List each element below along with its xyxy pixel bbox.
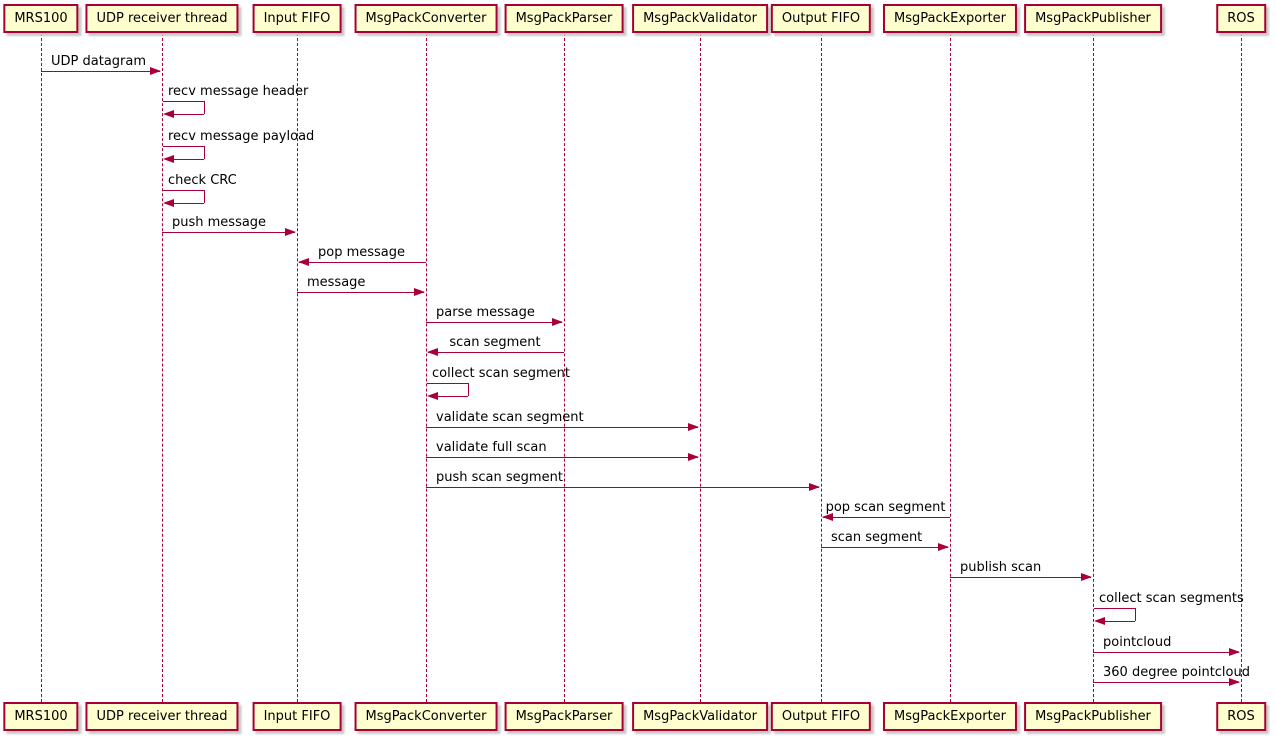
participant-box-top: MsgPackValidator bbox=[632, 4, 768, 33]
message-line bbox=[434, 396, 468, 397]
message-label: push message bbox=[172, 215, 267, 230]
participant-box-top: Input FIFO bbox=[252, 4, 342, 33]
participant-box-top: MsgPackParser bbox=[504, 4, 624, 33]
arrowhead bbox=[1229, 648, 1240, 656]
message-label: collect scan segments bbox=[1099, 591, 1244, 606]
participant-lifeline bbox=[162, 33, 163, 702]
arrowhead bbox=[163, 110, 174, 118]
arrowhead bbox=[552, 318, 563, 326]
participant-box-bottom: MsgPackPublisher bbox=[1024, 702, 1162, 731]
message-label: collect scan segment bbox=[432, 366, 570, 381]
message-line bbox=[821, 547, 948, 548]
participant-lifeline bbox=[700, 33, 701, 702]
message-line bbox=[428, 352, 564, 353]
message-line bbox=[41, 71, 160, 72]
message-line-vertical bbox=[204, 190, 205, 203]
message-label: recv message payload bbox=[168, 129, 315, 144]
arrowhead bbox=[809, 483, 820, 491]
message-label: scan segment bbox=[831, 530, 923, 545]
message-line bbox=[426, 487, 819, 488]
participant-box-top: ROS bbox=[1216, 4, 1266, 33]
participant-lifeline bbox=[41, 33, 42, 702]
message-line bbox=[163, 190, 204, 191]
message-line-vertical bbox=[1135, 608, 1136, 621]
arrowhead bbox=[427, 392, 438, 400]
arrowhead bbox=[163, 155, 174, 163]
arrowhead bbox=[427, 348, 438, 356]
participant-lifeline bbox=[821, 33, 822, 702]
participant-box-bottom: MRS100 bbox=[3, 702, 79, 731]
participant-box-top: UDP receiver thread bbox=[85, 4, 239, 33]
message-line bbox=[170, 159, 204, 160]
message-line bbox=[426, 457, 698, 458]
participant-box-top: MsgPackExporter bbox=[882, 4, 1018, 33]
arrowhead bbox=[298, 258, 309, 266]
arrowhead bbox=[414, 288, 425, 296]
message-line bbox=[1093, 652, 1239, 653]
participant-box-bottom: Output FIFO bbox=[770, 702, 872, 731]
participant-box-top: MRS100 bbox=[3, 4, 79, 33]
message-label: validate scan segment bbox=[436, 410, 584, 425]
message-line bbox=[1094, 608, 1135, 609]
message-label: validate full scan bbox=[436, 440, 547, 455]
message-label: pointcloud bbox=[1103, 635, 1172, 650]
message-label: recv message header bbox=[168, 84, 309, 99]
arrowhead bbox=[1081, 573, 1092, 581]
participant-box-bottom: ROS bbox=[1216, 702, 1266, 731]
arrowhead bbox=[688, 423, 699, 431]
arrowhead bbox=[285, 228, 296, 236]
message-label: parse message bbox=[436, 305, 535, 320]
message-line bbox=[823, 517, 950, 518]
message-line bbox=[297, 292, 424, 293]
message-line-vertical bbox=[204, 101, 205, 114]
message-line bbox=[163, 146, 204, 147]
message-line bbox=[299, 262, 426, 263]
participant-box-top: MsgPackConverter bbox=[354, 4, 498, 33]
message-label: check CRC bbox=[168, 173, 237, 188]
participant-lifeline bbox=[297, 33, 298, 702]
participant-box-top: MsgPackPublisher bbox=[1024, 4, 1162, 33]
arrowhead bbox=[163, 199, 174, 207]
message-line bbox=[1101, 621, 1135, 622]
message-label: pop message bbox=[317, 245, 405, 260]
participant-box-bottom: MsgPackParser bbox=[504, 702, 624, 731]
participant-lifeline bbox=[1241, 33, 1242, 702]
participant-box-bottom: MsgPackConverter bbox=[354, 702, 498, 731]
message-line bbox=[162, 232, 295, 233]
message-line bbox=[1093, 682, 1239, 683]
participant-box-bottom: Input FIFO bbox=[252, 702, 342, 731]
message-label: message bbox=[307, 275, 366, 290]
participant-lifeline bbox=[950, 33, 951, 702]
message-label: push scan segment bbox=[436, 470, 563, 485]
message-line bbox=[163, 101, 204, 102]
participant-lifeline bbox=[426, 33, 427, 702]
arrowhead bbox=[150, 67, 161, 75]
message-line-vertical bbox=[468, 383, 469, 396]
message-line bbox=[426, 427, 698, 428]
message-line-vertical bbox=[204, 146, 205, 159]
message-label: pop scan segment bbox=[825, 500, 946, 515]
message-line bbox=[426, 322, 562, 323]
message-line bbox=[170, 114, 204, 115]
message-label: UDP datagram bbox=[51, 54, 147, 69]
message-label: scan segment bbox=[449, 335, 541, 350]
participant-box-bottom: MsgPackExporter bbox=[882, 702, 1018, 731]
arrowhead bbox=[938, 543, 949, 551]
participant-box-top: Output FIFO bbox=[770, 4, 872, 33]
arrowhead bbox=[1094, 617, 1105, 625]
participant-box-bottom: UDP receiver thread bbox=[85, 702, 239, 731]
arrowhead bbox=[1229, 678, 1240, 686]
participant-lifeline bbox=[564, 33, 565, 702]
message-label: publish scan bbox=[960, 560, 1042, 575]
participant-lifeline bbox=[1093, 33, 1094, 702]
message-line bbox=[950, 577, 1091, 578]
message-line bbox=[170, 203, 204, 204]
message-line bbox=[427, 383, 468, 384]
arrowhead bbox=[688, 453, 699, 461]
participant-box-bottom: MsgPackValidator bbox=[632, 702, 768, 731]
arrowhead bbox=[822, 513, 833, 521]
message-label: 360 degree pointcloud bbox=[1103, 665, 1250, 680]
